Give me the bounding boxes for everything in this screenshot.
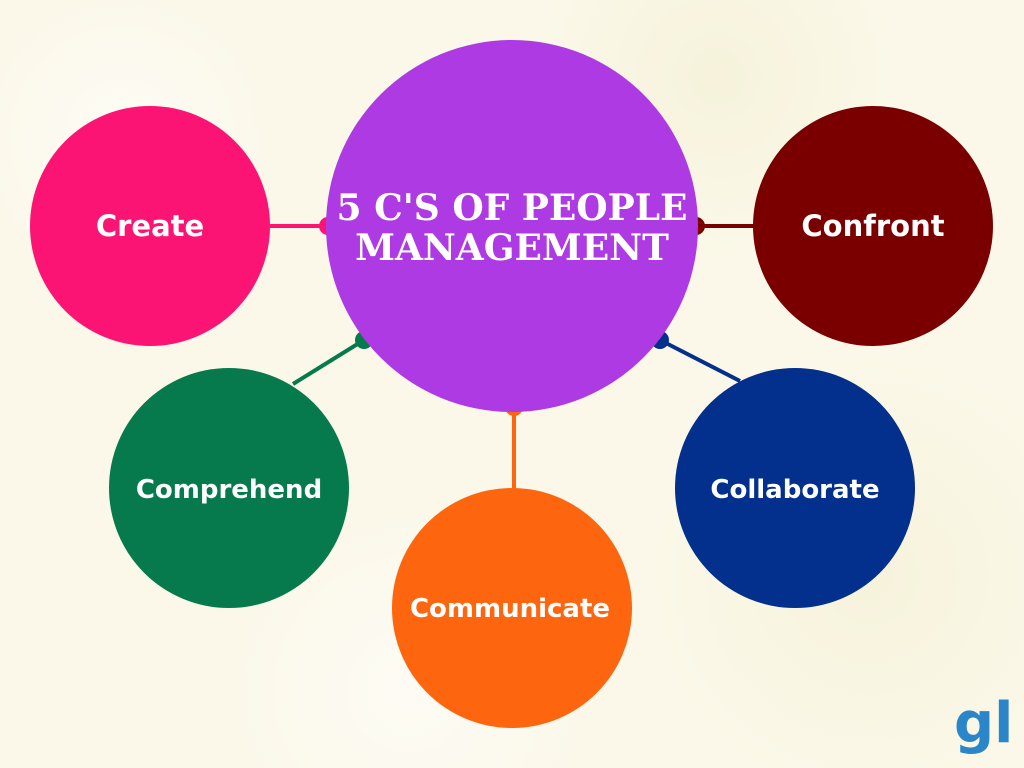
node-label-confront: Confront	[801, 209, 944, 243]
gl-logo: gl	[954, 692, 1013, 756]
connector-collaborate	[651, 331, 741, 383]
node-confront: Confront	[753, 106, 993, 346]
logo-text: gl	[954, 692, 1013, 756]
node-comprehend: Comprehend	[109, 368, 349, 608]
center-title-line2: MANAGEMENT	[355, 227, 669, 269]
connector-line-collaborate	[659, 338, 741, 383]
node-label-comprehend: Comprehend	[136, 475, 322, 505]
node-communicate: Communicate	[392, 488, 632, 728]
node-circle-confront	[753, 106, 993, 346]
center-title-line1: 5 C'S OF PEOPLE	[337, 187, 688, 229]
node-label-communicate: Communicate	[410, 594, 610, 624]
node-label-collaborate: Collaborate	[710, 475, 879, 505]
connector-comprehend	[291, 331, 373, 386]
node-collaborate: Collaborate	[675, 368, 915, 608]
node-circle-comprehend	[109, 368, 349, 608]
node-label-create: Create	[96, 209, 204, 243]
node-create: Create	[30, 106, 270, 346]
node-circle-create	[30, 106, 270, 346]
node-circle-communicate	[392, 488, 632, 728]
node-circle-collaborate	[675, 368, 915, 608]
center-circle	[326, 40, 698, 412]
connector-line-comprehend	[291, 338, 366, 386]
